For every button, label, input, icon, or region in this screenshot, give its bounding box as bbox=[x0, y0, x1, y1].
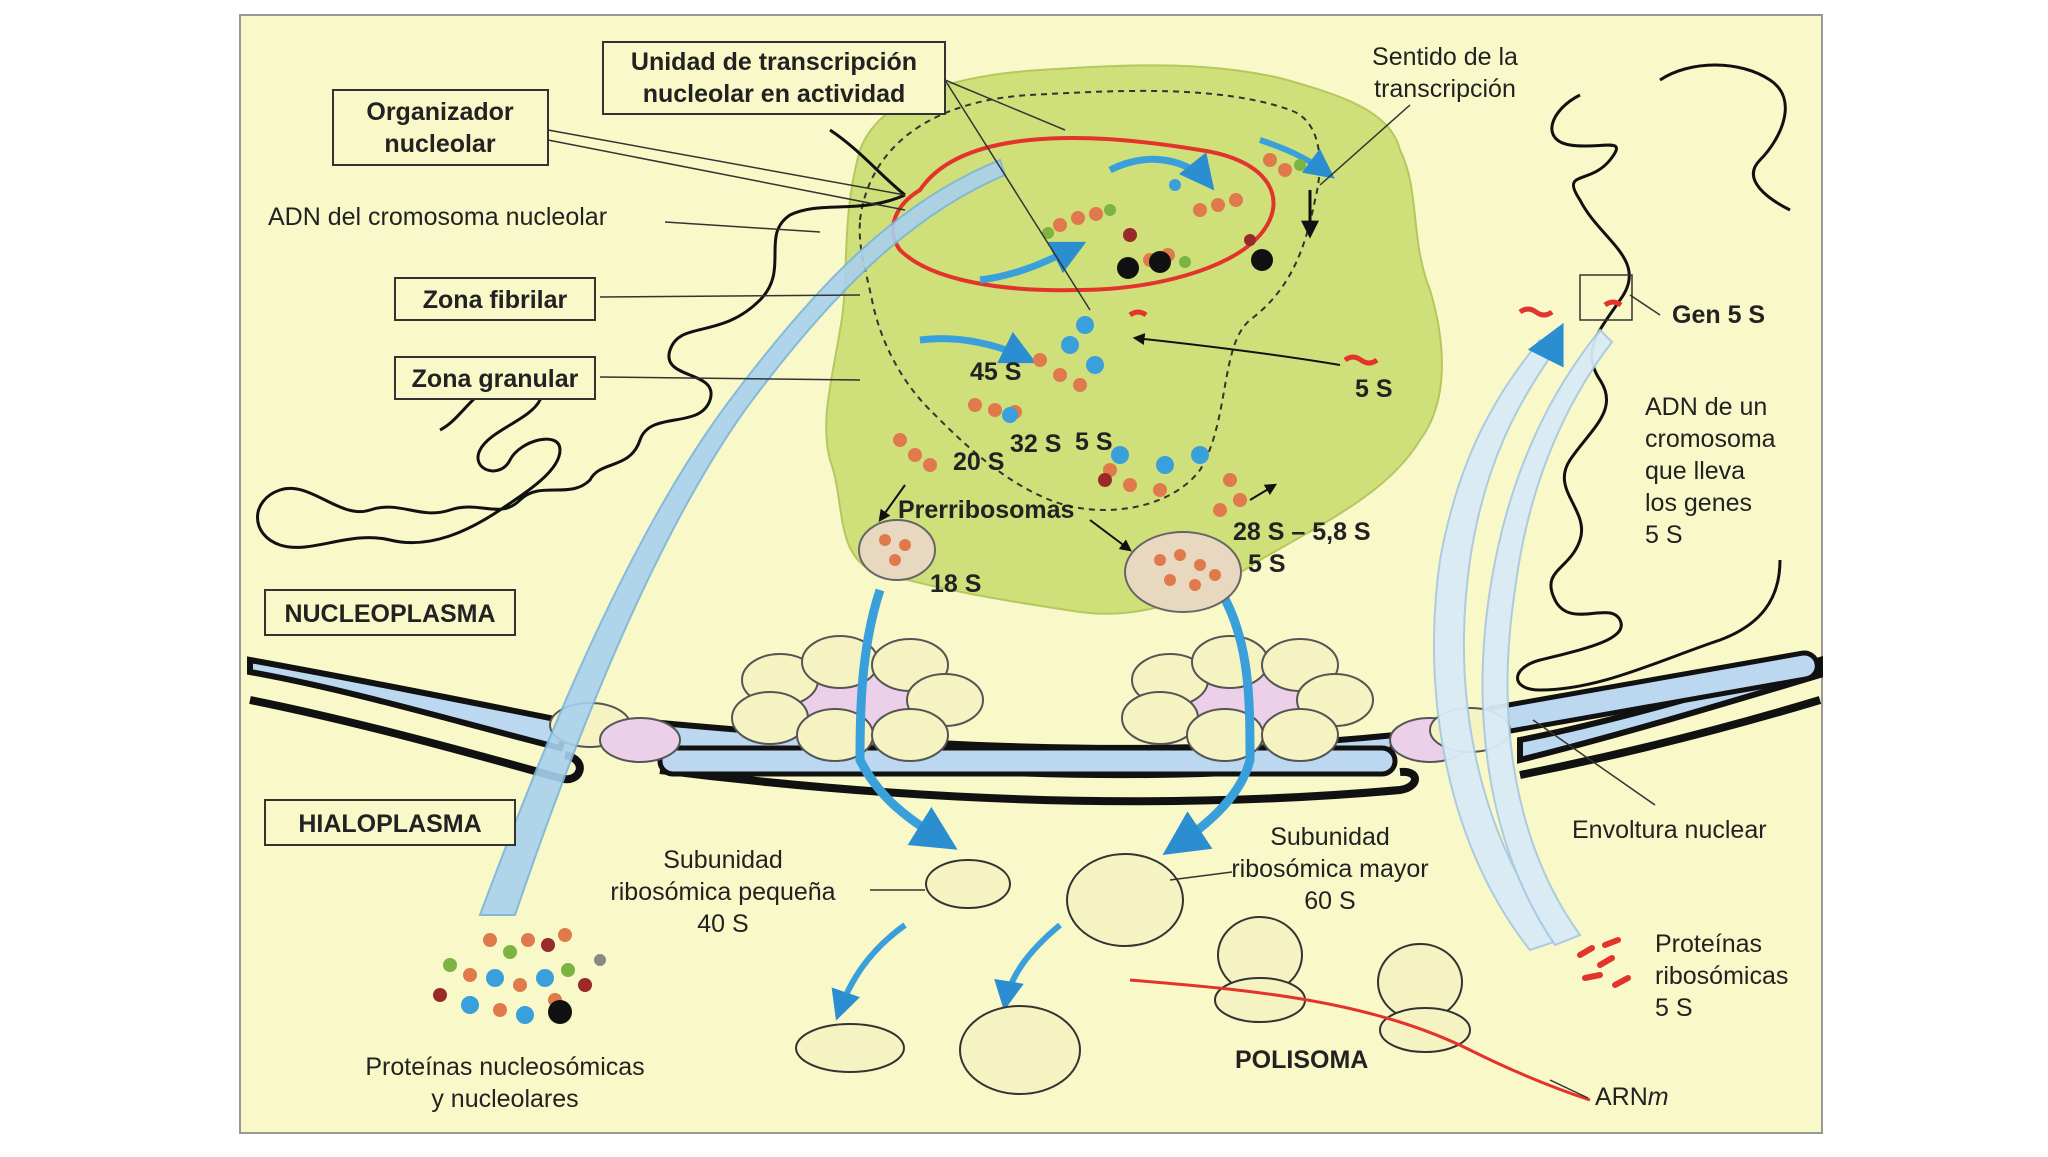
label-adn-un-4: los genes bbox=[1645, 489, 1752, 517]
label-45s: 45 S bbox=[970, 358, 1021, 386]
box-hialoplasma bbox=[264, 799, 516, 846]
label-prot-ribo-1: Proteínas bbox=[1655, 930, 1762, 958]
label-adn-un-3: que lleva bbox=[1645, 457, 1745, 485]
label-unidad-2: nucleolar en actividad bbox=[643, 80, 906, 108]
label-18s: 18 S bbox=[930, 570, 981, 598]
ribosome-large-subunit bbox=[1066, 853, 1184, 947]
label-5s-b: 5 S bbox=[1075, 428, 1113, 456]
label-organizador-2: nucleolar bbox=[384, 130, 495, 158]
label-organizador-1: Organizador bbox=[366, 98, 514, 126]
label-adn-un-2: cromosoma bbox=[1645, 425, 1776, 453]
prerribosome-arrow-left bbox=[878, 484, 906, 522]
label-sentido-1: Sentido de la bbox=[1372, 43, 1518, 71]
label-unidad-1: Unidad de transcripción bbox=[631, 48, 917, 76]
box-zona-granular bbox=[394, 356, 596, 400]
label-adn-un-1: ADN de un bbox=[1645, 393, 1767, 421]
label-prerribosomas: Prerribosomas bbox=[898, 496, 1074, 524]
label-sub-mayor-3: 60 S bbox=[1304, 887, 1355, 915]
export-arrow-small-subunit bbox=[855, 588, 958, 850]
label-sub-mayor-2: ribosómica mayor bbox=[1231, 855, 1428, 883]
label-28s-58s: 28 S – 5,8 S bbox=[1233, 518, 1371, 546]
label-adn-un-5: 5 S bbox=[1645, 521, 1683, 549]
blue-arrow-3 bbox=[919, 331, 1037, 364]
export-arrow-large-subunit bbox=[1162, 587, 1255, 855]
rna-5s-segments bbox=[1128, 299, 1623, 366]
label-adn-cromosoma-nucleolar: ADN del cromosoma nucleolar bbox=[268, 203, 607, 231]
blue-arrow-down-left bbox=[831, 922, 907, 1021]
label-sub-pequena-2: ribosómica pequeña bbox=[610, 878, 835, 906]
prerribosome-small bbox=[858, 519, 936, 581]
nucleolar-chromosome-dna bbox=[256, 128, 906, 549]
label-32s: 32 S bbox=[1010, 430, 1061, 458]
box-unidad bbox=[602, 41, 946, 115]
label-prot-ribo-3: 5 S bbox=[1655, 994, 1693, 1022]
leader-lines bbox=[547, 79, 1661, 1099]
box-nucleoplasma bbox=[264, 589, 516, 636]
ribosome-small-subunit-2 bbox=[795, 1023, 905, 1073]
label-sentido-2: transcripción bbox=[1374, 75, 1516, 103]
label-prot-nucleo-2: y nucleolares bbox=[431, 1085, 578, 1113]
blue-arrow-down-right bbox=[994, 922, 1062, 1011]
granular-arrow-1 bbox=[1249, 483, 1278, 501]
label-5s-a: 5 S bbox=[1355, 375, 1393, 403]
nucleosomal-proteins-cluster bbox=[433, 928, 606, 1024]
nuclear-envelope-inner bbox=[249, 696, 1822, 806]
label-hialoplasma: HIALOPLASMA bbox=[298, 810, 481, 838]
label-gen-5s: Gen 5 S bbox=[1672, 301, 1765, 329]
mrna-strand bbox=[1129, 978, 1591, 1102]
label-prot-nucleo-1: Proteínas nucleosómicas bbox=[365, 1053, 644, 1081]
transcription-unit-loop bbox=[890, 136, 1276, 293]
gene-5s-chromosome-dna bbox=[1516, 63, 1791, 692]
label-zona-granular: Zona granular bbox=[412, 365, 579, 393]
prerribosome-dots bbox=[879, 534, 1221, 591]
label-arnm-base: ARN bbox=[1595, 1083, 1648, 1111]
label-zona-fibrilar: Zona fibrilar bbox=[423, 286, 568, 314]
label-prot-ribo-2: ribosómicas bbox=[1655, 962, 1788, 990]
label-sub-mayor-1: Subunidad bbox=[1270, 823, 1390, 851]
nuclear-pore-left bbox=[731, 635, 984, 762]
prerribosome-arrow-right bbox=[1089, 519, 1132, 552]
box-organizador bbox=[332, 89, 549, 166]
5s-rna-arrow bbox=[1132, 333, 1341, 366]
rrna-particles bbox=[893, 153, 1306, 517]
prerribosome-large bbox=[1124, 531, 1242, 613]
blue-arrow-2 bbox=[979, 241, 1087, 284]
blue-arrow-1 bbox=[1108, 152, 1215, 191]
label-arnm: ARNm bbox=[1595, 1083, 1669, 1111]
ribosome-small-subunit bbox=[925, 859, 1011, 909]
label-nucleoplasma: NUCLEOPLASMA bbox=[284, 600, 495, 628]
label-sub-pequena-3: 40 S bbox=[697, 910, 748, 938]
protein-import-arrow bbox=[478, 158, 1007, 916]
ribosome-large-subunit-2 bbox=[959, 1005, 1081, 1095]
label-envoltura: Envoltura nuclear bbox=[1572, 816, 1767, 844]
label-polisoma: POLISOMA bbox=[1235, 1046, 1368, 1074]
ribosomal-5s-import-arrow-2 bbox=[1481, 328, 1614, 947]
label-arnm-italic: m bbox=[1648, 1083, 1669, 1111]
ribosomal-proteins-5s bbox=[1577, 937, 1631, 988]
blue-arrow-4 bbox=[1259, 137, 1335, 179]
label-20s: 20 S bbox=[953, 448, 1004, 476]
blue-arrow-5s-up bbox=[1527, 322, 1564, 368]
label-sub-pequena-1: Subunidad bbox=[663, 846, 783, 874]
box-zona-fibrilar bbox=[394, 277, 596, 321]
label-5s-c: 5 S bbox=[1248, 550, 1286, 578]
